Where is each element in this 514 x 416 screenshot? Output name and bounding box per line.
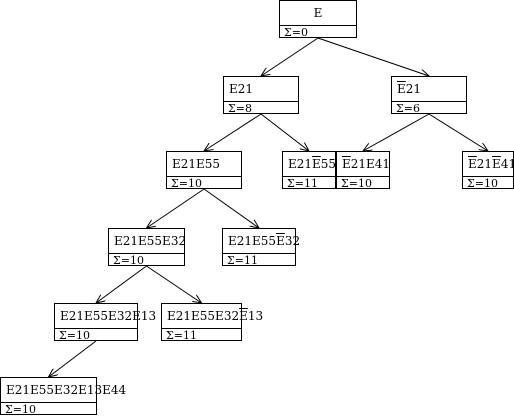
edge-arrow xyxy=(146,265,202,303)
node-sum: Σ=10 xyxy=(463,176,513,190)
edge-arrow xyxy=(428,113,488,151)
node-label: E21E55E32 xyxy=(223,229,300,253)
node-sum: Σ=10 xyxy=(1,402,96,416)
label-part: 21E41 xyxy=(350,157,391,171)
tree-node: E21E55 Σ=11 xyxy=(282,151,337,190)
node-sum: Σ=10 xyxy=(109,253,184,267)
edge-arrow xyxy=(261,37,319,76)
label-part: 41 xyxy=(500,157,514,171)
node-sum: Σ=10 xyxy=(337,176,389,190)
label-part: 13 xyxy=(247,309,264,323)
node-label: E21E55 xyxy=(167,152,241,176)
label-part: E21 xyxy=(288,157,313,171)
node-label: E21E55 xyxy=(283,152,337,176)
label-part: E21E55E32 xyxy=(114,234,187,248)
tree-node: E21E55 Σ=10 xyxy=(166,151,242,190)
label-part: 21 xyxy=(405,82,422,96)
edge-arrow xyxy=(317,37,429,76)
negated-label-part: E xyxy=(239,309,248,323)
label-part: E21E55 xyxy=(228,234,277,248)
label-part: E21E55E32E13 xyxy=(60,309,157,323)
node-label: E21E55E32 xyxy=(109,229,187,253)
negated-label-part: E xyxy=(276,234,285,248)
tree-node: E21E55E32 Σ=11 xyxy=(222,228,300,267)
node-sum: Σ=10 xyxy=(55,328,137,342)
node-sum: Σ=6 xyxy=(392,101,466,115)
negated-label-part: E xyxy=(492,157,501,171)
label-part: E21E55 xyxy=(172,157,221,171)
node-sum: Σ=0 xyxy=(280,25,356,39)
node-label: E21E55E32E13 xyxy=(162,304,263,328)
edge-arrow xyxy=(203,188,259,228)
label-part: E21E55E32 xyxy=(167,309,240,323)
label-part: E21 xyxy=(229,82,254,96)
tree-node: E21E41 Σ=10 xyxy=(336,151,391,190)
node-label: E21 xyxy=(224,77,298,101)
node-label: E xyxy=(280,1,356,25)
label-part: 21 xyxy=(476,157,493,171)
node-label: E21E41 xyxy=(463,152,514,176)
node-label: E21E55E32E13E44 xyxy=(1,378,126,402)
label-part: E21E55E32E13E44 xyxy=(6,383,127,397)
negated-label-part: E xyxy=(342,157,351,171)
tree-node: E21E41 Σ=10 xyxy=(462,151,514,190)
node-sum: Σ=11 xyxy=(283,176,335,190)
node-label: E21E55E32E13 xyxy=(55,304,156,328)
tree-node: E21E55E32E13 Σ=10 xyxy=(54,303,156,342)
node-sum: Σ=11 xyxy=(223,253,295,267)
tree-node: E21E55E32E13E44 Σ=10 xyxy=(0,377,126,416)
node-sum: Σ=8 xyxy=(224,101,298,115)
tree-node: E21E55E32E13 Σ=11 xyxy=(161,303,263,342)
tree-node: E21E55E32 Σ=10 xyxy=(108,228,187,267)
label-part: 32 xyxy=(284,234,301,248)
node-sum: Σ=11 xyxy=(162,328,241,342)
label-part: E xyxy=(313,6,323,20)
node-label: E21 xyxy=(392,77,466,101)
label-part: 55 xyxy=(320,157,337,171)
negated-label-part: E xyxy=(312,157,321,171)
edge-arrow xyxy=(49,340,97,377)
node-label: E21E41 xyxy=(337,152,391,176)
edge-arrow xyxy=(96,265,147,303)
edge-arrow xyxy=(260,113,309,151)
tree-node: E21 Σ=8 xyxy=(223,76,299,115)
negated-label-part: E xyxy=(468,157,477,171)
tree-node: E Σ=0 xyxy=(279,0,357,39)
edge-arrow xyxy=(147,188,205,228)
edge-arrow xyxy=(204,113,262,151)
tree-node: E21 Σ=6 xyxy=(391,76,467,115)
edge-arrow xyxy=(363,113,430,151)
negated-label-part: E xyxy=(397,82,406,96)
node-sum: Σ=10 xyxy=(167,176,241,190)
